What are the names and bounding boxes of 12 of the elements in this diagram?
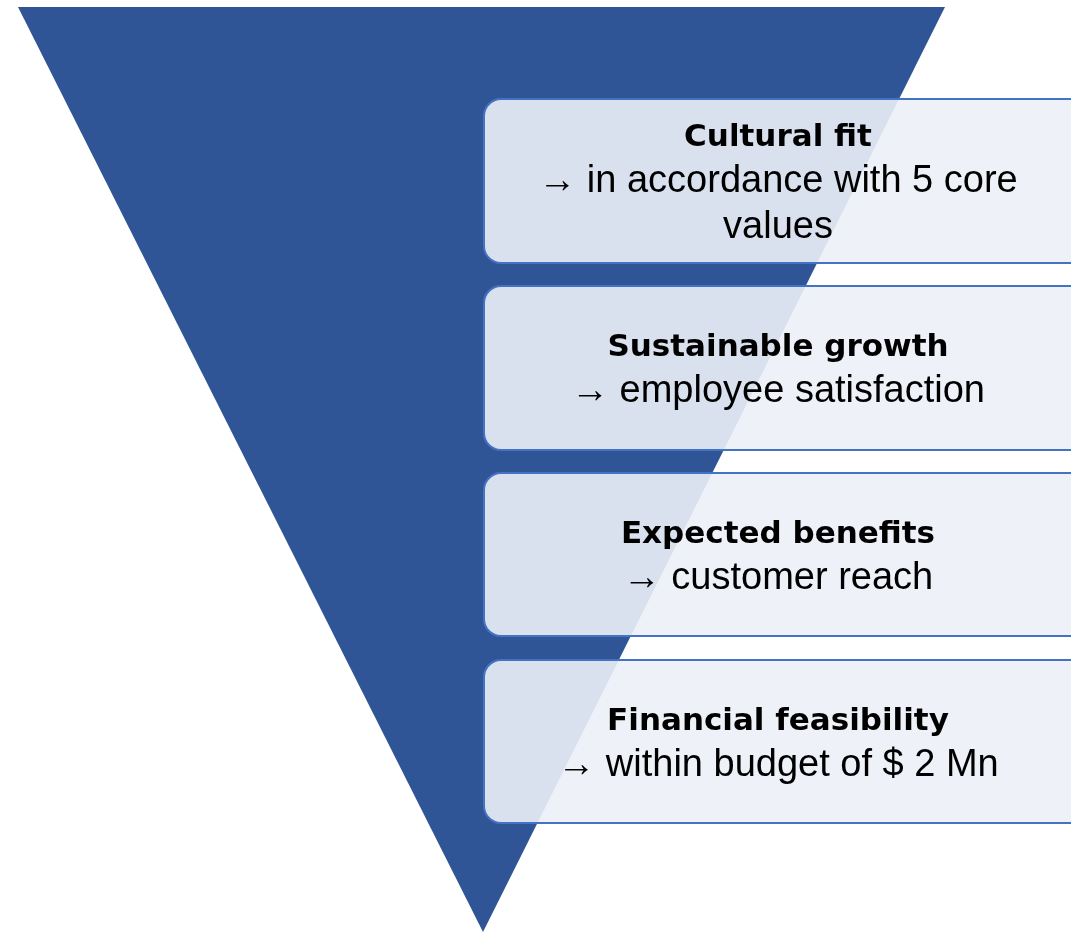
box-text: → within budget of $ 2 Mn <box>557 740 999 786</box>
box-heading: Sustainable growth <box>607 326 949 365</box>
box-heading: Cultural fit <box>684 116 872 155</box>
box-heading: Expected benefits <box>620 512 936 552</box>
criteria-box <box>483 285 1071 451</box>
box-text: → customer reach <box>622 553 934 599</box>
box-heading: Financial feasibility <box>607 699 949 739</box>
box-text: → employee satisfaction <box>571 367 985 412</box>
criteria-box <box>483 659 1071 824</box>
criteria-box <box>483 472 1071 637</box>
box-text: → in accordance with 5 core values <box>537 157 1019 248</box>
criteria-box <box>483 98 1071 264</box>
